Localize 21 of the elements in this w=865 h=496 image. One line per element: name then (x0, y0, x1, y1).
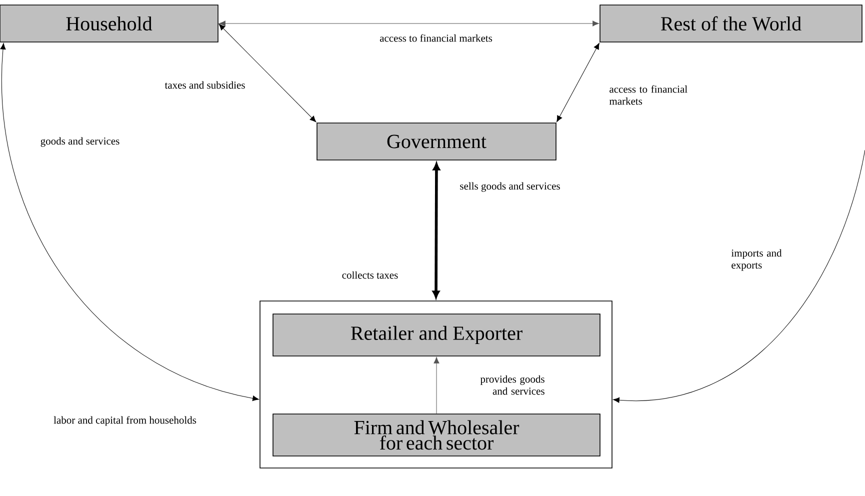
sector-box: Firm and Wholesaler for each sector (272, 414, 600, 456)
arrow (434, 357, 440, 414)
edge-label: imports and exports (731, 249, 782, 271)
edge-label: access to financial markets (609, 85, 688, 105)
sector-box: Rest of the World (600, 4, 862, 42)
annotation-text: collects taxes (342, 271, 398, 279)
arrow (219, 20, 599, 26)
arrow (218, 24, 316, 122)
edge-label: sells goods and services (460, 182, 560, 192)
arrow (556, 42, 600, 122)
arrow (0, 43, 259, 402)
edge-label: provides goods and services (480, 375, 544, 395)
sector-box: Retailer and Exporter (272, 314, 600, 356)
sector-box: Government (316, 122, 556, 160)
arrow (613, 150, 865, 403)
edge-label: taxes and subsidies (164, 81, 245, 89)
edge-label: access to financial markets (380, 34, 492, 42)
sector-box: Household (0, 4, 218, 42)
annotation-text: labor and capital from households (54, 416, 196, 426)
edge-label: goods and services (40, 137, 120, 147)
arrow (432, 162, 440, 298)
